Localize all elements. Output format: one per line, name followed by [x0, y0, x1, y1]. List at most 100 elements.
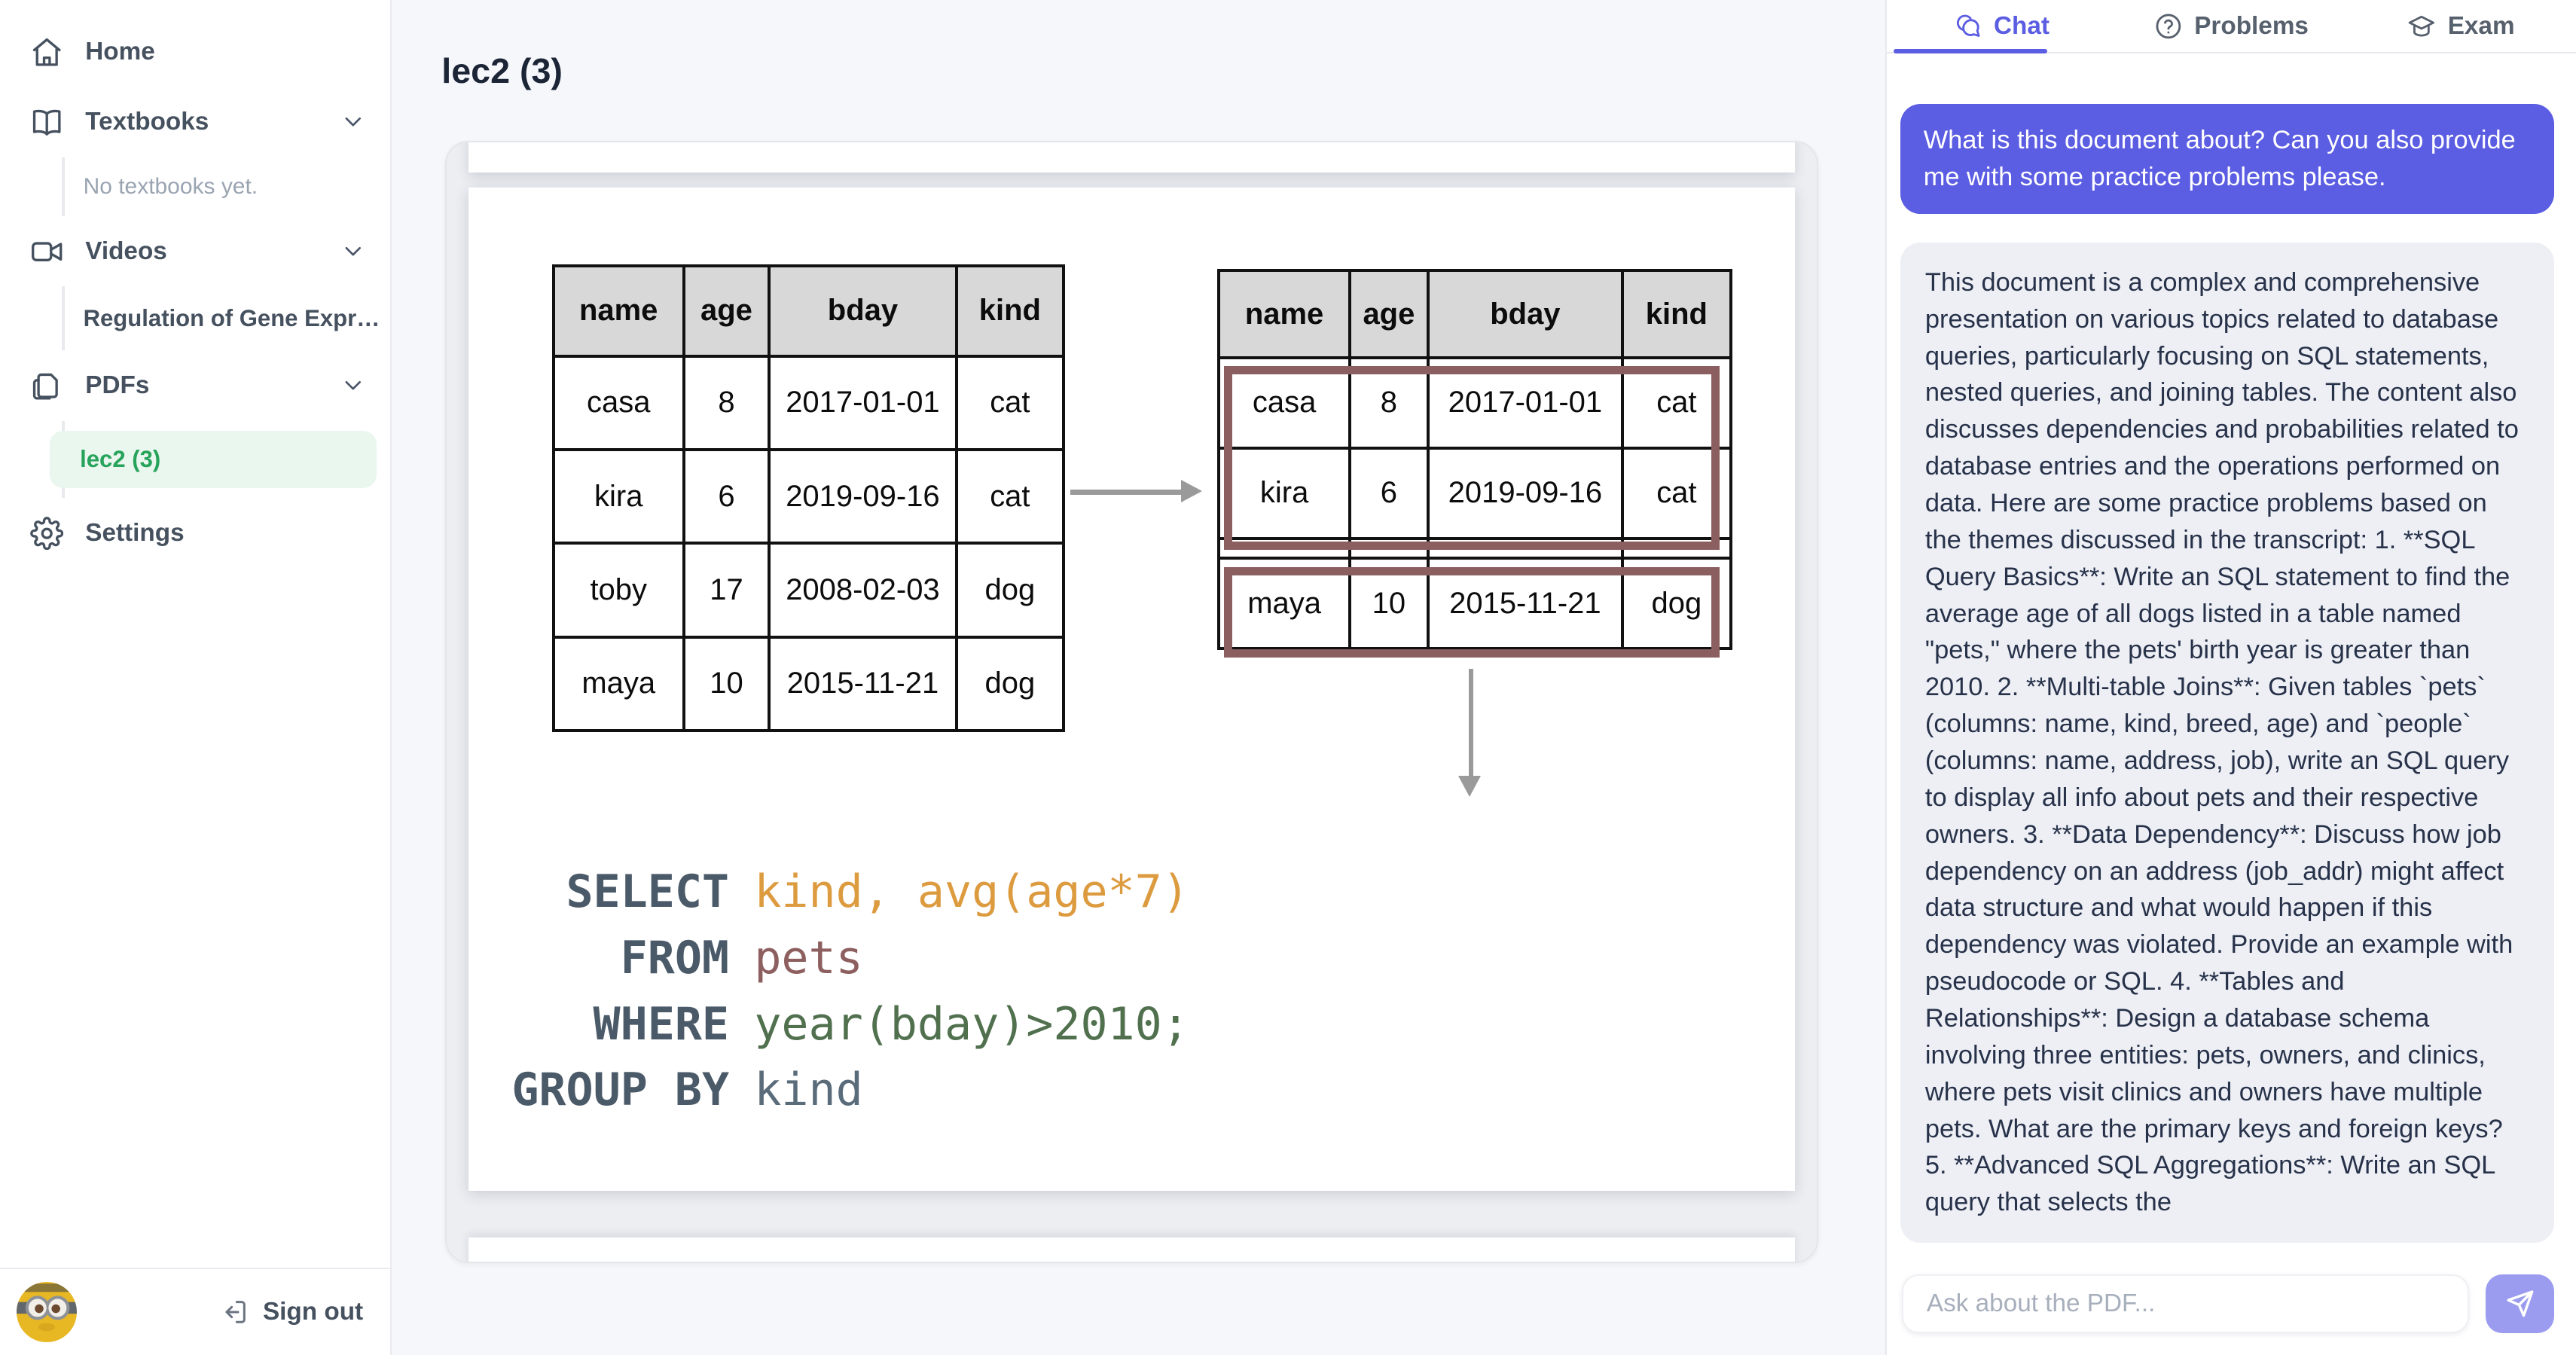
chat-bubbles-icon [1956, 14, 1980, 37]
table-cell: 2015-11-21 [1427, 557, 1624, 651]
chat-panel: Chat Problems Exam What is this document… [1885, 0, 2576, 1355]
sidebar-item-pdfs[interactable]: PDFs [0, 350, 390, 420]
table-cell: 2017-01-01 [1427, 356, 1624, 450]
column-header: bday [1427, 269, 1624, 359]
table-cell: 8 [682, 354, 771, 451]
table-cell: cat [954, 354, 1065, 451]
page-title: lec2 (3) [441, 50, 563, 90]
table-cell: dog [1620, 557, 1733, 651]
sidebar-item-label: Home [85, 37, 155, 66]
sidebar-item-label: Textbooks [85, 108, 209, 136]
column-header: name [1217, 269, 1351, 359]
arrow-right-line [1070, 490, 1181, 496]
graduation-cap-icon [2409, 15, 2435, 37]
videos-sublist: Regulation of Gene Expres... [62, 286, 390, 351]
active-tab-indicator [1893, 48, 2048, 54]
question-circle-icon [2156, 14, 2181, 38]
arrow-down-icon [1458, 776, 1482, 797]
sql-keyword: WHERE [593, 997, 730, 1051]
tab-chat[interactable]: Chat [1887, 0, 2117, 52]
table-cell: 2019-09-16 [768, 447, 958, 545]
sidebar: Home Textbooks No textbooks yet. Videos … [0, 0, 392, 1355]
tab-problems[interactable]: Problems [2117, 0, 2346, 52]
arrow-right-icon [1180, 480, 1202, 503]
video-list-item[interactable]: Regulation of Gene Expres... [83, 304, 390, 331]
sidebar-item-home[interactable]: Home [0, 17, 390, 87]
textbooks-empty-note: No textbooks yet. [83, 173, 258, 199]
table-cell: maya [551, 635, 685, 733]
sql-expression: kind, avg(age*7) [754, 865, 1189, 919]
sidebar-item-settings[interactable]: Settings [0, 498, 390, 568]
table-cell: maya [1217, 557, 1351, 651]
sql-line: SELECT kind, avg(age*7) [511, 859, 1189, 926]
chat-messages[interactable]: What is this document about? Can you als… [1887, 53, 2576, 1355]
pdf-list-item-active[interactable]: lec2 (3) [50, 430, 377, 488]
table-cell: 10 [1348, 557, 1430, 651]
chevron-down-icon[interactable] [340, 372, 367, 399]
table-cell: 8 [1348, 356, 1430, 450]
tab-bar: Chat Problems Exam [1886, 0, 2576, 54]
table-cell: 2015-11-21 [768, 635, 958, 733]
table-cell: cat [1620, 356, 1733, 450]
table-cell: 2008-02-03 [768, 542, 958, 639]
sql-keyword: GROUP BY [511, 1064, 730, 1117]
chevron-down-icon[interactable] [340, 238, 367, 265]
table-cell: 17 [682, 542, 771, 639]
tab-exam[interactable]: Exam [2346, 0, 2576, 52]
table-cell: dog [954, 635, 1065, 733]
book-icon [30, 105, 63, 139]
table-cell: cat [954, 447, 1065, 545]
column-header: name [551, 264, 685, 358]
textbooks-sublist: No textbooks yet. [62, 157, 390, 217]
chat-input-row [1901, 1274, 2555, 1333]
column-header: bday [768, 264, 958, 358]
table-cell: 6 [1348, 446, 1430, 540]
sign-out-button[interactable]: Sign out [219, 1297, 363, 1327]
table-cell: 2019-09-16 [1427, 446, 1624, 540]
send-button[interactable] [2486, 1274, 2555, 1333]
sidebar-item-textbooks[interactable]: Textbooks [0, 87, 390, 157]
logout-icon [219, 1297, 249, 1327]
tab-label: Exam [2447, 11, 2515, 40]
chat-input[interactable] [1901, 1274, 2469, 1333]
sql-keyword: SELECT [566, 865, 730, 919]
pdfs-sublist: lec2 (3) [50, 420, 390, 499]
sidebar-item-label: PDFs [85, 371, 150, 399]
video-camera-icon [30, 235, 63, 268]
sidebar-footer: Sign out [0, 1268, 390, 1354]
table-cell: kira [551, 447, 685, 545]
tab-label: Problems [2194, 11, 2309, 40]
sql-keyword: FROM [620, 931, 730, 984]
home-icon [30, 35, 63, 69]
arrow-down-line [1468, 669, 1474, 777]
sign-out-label: Sign out [262, 1298, 364, 1326]
table-cell: cat [1620, 446, 1733, 540]
user-message-bubble: What is this document about? Can you als… [1900, 103, 2555, 215]
sidebar-item-videos[interactable]: Videos [0, 216, 390, 286]
table-spacer-row [1217, 536, 1733, 560]
avatar[interactable] [17, 1282, 78, 1343]
pdf-next-page-edge [468, 1238, 1795, 1262]
sql-expression: kind [754, 1064, 863, 1117]
column-header: age [682, 264, 771, 358]
table-cell: 6 [682, 447, 771, 545]
column-header: kind [954, 264, 1065, 358]
gear-icon [30, 516, 64, 550]
chevron-down-icon[interactable] [340, 108, 367, 136]
sidebar-item-label: Videos [85, 237, 167, 265]
sidebar-item-label: Settings [85, 518, 185, 547]
table-cell: toby [551, 542, 685, 639]
